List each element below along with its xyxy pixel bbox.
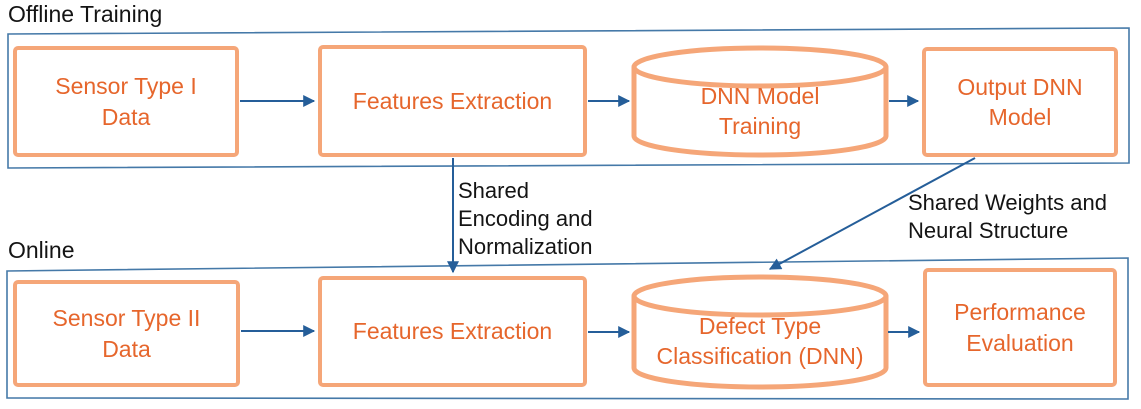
defect-classification-cylinder xyxy=(631,274,889,390)
online-section-border xyxy=(6,257,1129,400)
node-performance-evaluation: Performance Evaluation xyxy=(923,268,1117,387)
shared-encoding-annotation: Shared Encoding and Normalization xyxy=(458,178,593,260)
offline-section-title: Offline Training xyxy=(8,1,163,27)
shared-weights-annotation: Shared Weights and Neural Structure xyxy=(908,190,1107,244)
node-dnn-model-training-label: DNN Model Training xyxy=(700,82,820,139)
node-defect-type-classification: Defect Type Classification (DNN) xyxy=(634,302,886,380)
node-output-dnn-model: Output DNN Model xyxy=(922,47,1118,157)
node-dnn-model-training: DNN Model Training xyxy=(634,72,886,150)
node-defect-type-classification-label: Defect Type Classification (DNN) xyxy=(656,312,864,369)
dnn-model-training-cylinder xyxy=(631,45,889,158)
node-performance-evaluation-label: Performance Evaluation xyxy=(954,299,1086,356)
offline-section-border xyxy=(7,27,1130,169)
node-sensor-type-1-data: Sensor Type I Data xyxy=(13,46,239,157)
node-features-extraction-offline-label: Features Extraction xyxy=(352,87,553,114)
node-sensor-type-2-data: Sensor Type II Data xyxy=(13,280,240,387)
node-features-extraction-online-label: Features Extraction xyxy=(352,318,553,345)
node-features-extraction-online: Features Extraction xyxy=(318,276,587,387)
online-section-title: Online xyxy=(8,237,75,263)
node-output-dnn-model-label: Output DNN Model xyxy=(957,73,1083,130)
node-sensor-type-1-data-label: Sensor Type I Data xyxy=(55,73,197,130)
node-sensor-type-2-data-label: Sensor Type II Data xyxy=(52,305,201,362)
node-features-extraction-offline: Features Extraction xyxy=(318,45,587,157)
arrow-shared-weights xyxy=(768,157,976,270)
